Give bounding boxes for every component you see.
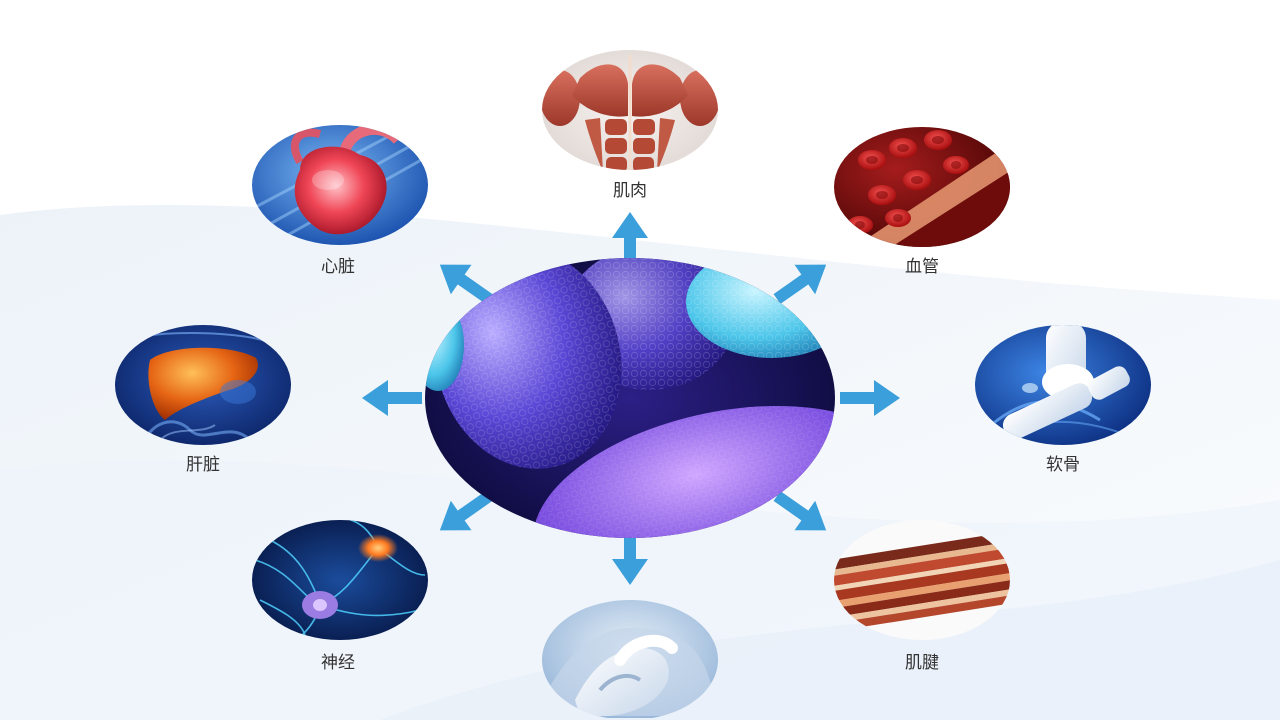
arrow-up-right	[773, 264, 827, 304]
heart-label: 心脏	[321, 257, 355, 277]
nerve-label: 神经	[321, 653, 355, 673]
tissue-liver	[115, 325, 291, 445]
cartilage-label: 软骨	[1046, 455, 1080, 475]
tissue-blood-vessel	[834, 127, 1010, 247]
tissue-cartilage	[975, 325, 1151, 445]
tissue-nerve	[252, 520, 428, 640]
tissue-muscle	[542, 50, 718, 170]
arrow-up-left	[439, 264, 493, 304]
liver-icon	[148, 347, 258, 420]
red-blood-cells	[847, 130, 969, 234]
arrow-left	[362, 380, 422, 416]
tissue-heart	[252, 125, 428, 245]
differentiation-arrows	[362, 212, 900, 585]
tissue-tendon	[834, 520, 1010, 640]
arrow-right	[840, 380, 900, 416]
tendon-label: 肌腱	[905, 653, 939, 673]
arrow-down-right	[773, 491, 827, 531]
tissue-bone	[542, 599, 718, 718]
arrow-down-left	[439, 491, 493, 531]
liver-label: 肝脏	[186, 455, 220, 475]
heart-icon	[294, 146, 387, 235]
vessel-label: 血管	[905, 257, 939, 277]
muscle-label: 肌肉	[613, 181, 647, 201]
